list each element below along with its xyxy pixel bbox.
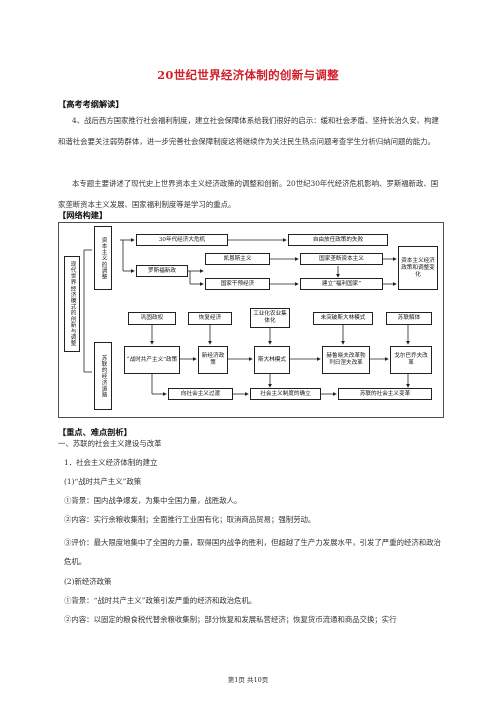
box-gorbachev-reform: 戈尔巴乔夫改革 <box>390 346 432 374</box>
page-footer: 第1页 共10页 <box>227 676 269 684</box>
box-consolidate-power: 巩固政权 <box>128 312 176 325</box>
key-line-8: ①背景：“战时共产主义”政策引发严重的经济和政治危机。 <box>64 596 257 605</box>
box-policy-change: 资本主义经济政策和调整变化 <box>398 246 438 290</box>
box-stalin-not-broken: 未突破斯大林模式 <box>313 312 373 325</box>
box-stalin-model: 斯大林模式 <box>254 346 290 374</box>
box-socialist-change: 苏联的社会主义变革 <box>338 388 432 400</box>
box-laissez-faire-failure: 自由放任政策的失败 <box>288 234 388 246</box>
key-line-3: (1)“战时共产主义”政策 <box>64 477 142 486</box>
section-heading-network: 【网络构建】 <box>58 210 108 220</box>
box-transition-socialism: 向社会主义过渡 <box>168 388 233 400</box>
network-diagram: 现代世界经济模式的创新与调整 资本主义的调整 苏联的经济道路 30年代经济大危机… <box>58 222 444 418</box>
box-war-communism: “战时共产主义”政策 <box>124 346 180 374</box>
box-new-deal: 罗斯福新政 <box>136 265 188 277</box>
box-establish-socialism: 社会主义制度的确立 <box>250 388 321 400</box>
box-soviet-collapse: 苏联解体 <box>386 312 432 325</box>
box-new-economic-policy: 新经济政策 <box>198 346 228 374</box>
box-welfare-state: 建立“福利国家” <box>300 278 383 290</box>
section-heading-key: 【重点、难点剖析】 <box>58 427 132 437</box>
section-heading-exam: 【高考考纲解读】 <box>58 99 124 109</box>
box-keynesianism: 凯恩斯主义 <box>205 253 270 265</box>
key-line-1: 一、苏联的社会主义建设与改革 <box>58 439 162 448</box>
diagram-capitalism-label: 资本主义的调整 <box>94 226 112 290</box>
key-line-4: ①背景：国内战争爆发，为集中全国力量，战胜敌人。 <box>64 496 242 505</box>
box-state-intervention: 国家干预经济 <box>205 278 270 290</box>
key-line-2: 1．社会主义经济体制的建立 <box>64 458 158 467</box>
box-economic-crisis: 30年代经济大危机 <box>136 234 228 246</box>
box-industrialization: 工业化农业集体化 <box>250 308 290 328</box>
box-restore-economy: 恢复经济 <box>188 312 232 325</box>
diagram-soviet-label: 苏联的经济道路 <box>94 342 112 410</box>
key-line-6: ③评价：最大限度地集中了全国的力量，取得国内战争的胜利，但超越了生产力发展水平，… <box>64 538 441 566</box>
exam-paragraph-1: 4、战后西方国家推行社会福利制度，建立社会保障体系给我们很好的启示：缓和社会矛盾… <box>58 116 439 146</box>
exam-paragraph-2: 本专题主要讲述了现代史上世界资本主义经济政策的调整和创新。20世纪30年代经济危… <box>58 179 439 209</box>
key-line-5: ②内容：实行余粮收集制；全面推行工业国有化；取消商品贸易；强制劳动。 <box>64 515 316 524</box>
diagram-connectors <box>58 222 444 418</box>
key-line-9: ②内容：以固定的粮食税代替余粮收集制；部分恢复和发展私营经济；恢复货币流通和商品… <box>64 615 397 624</box>
diagram-root-box: 现代世界经济模式的创新与调整 <box>64 256 80 352</box>
box-khrushchev-brezhnev: 赫鲁晓夫改革勃列日涅夫改革 <box>322 346 370 374</box>
page-title: 20世纪世界经济体制的创新与调整 <box>157 68 339 82</box>
key-line-7: (2)新经济政策 <box>64 577 112 586</box>
box-state-monopoly: 国家垄断资本主义 <box>300 253 383 265</box>
